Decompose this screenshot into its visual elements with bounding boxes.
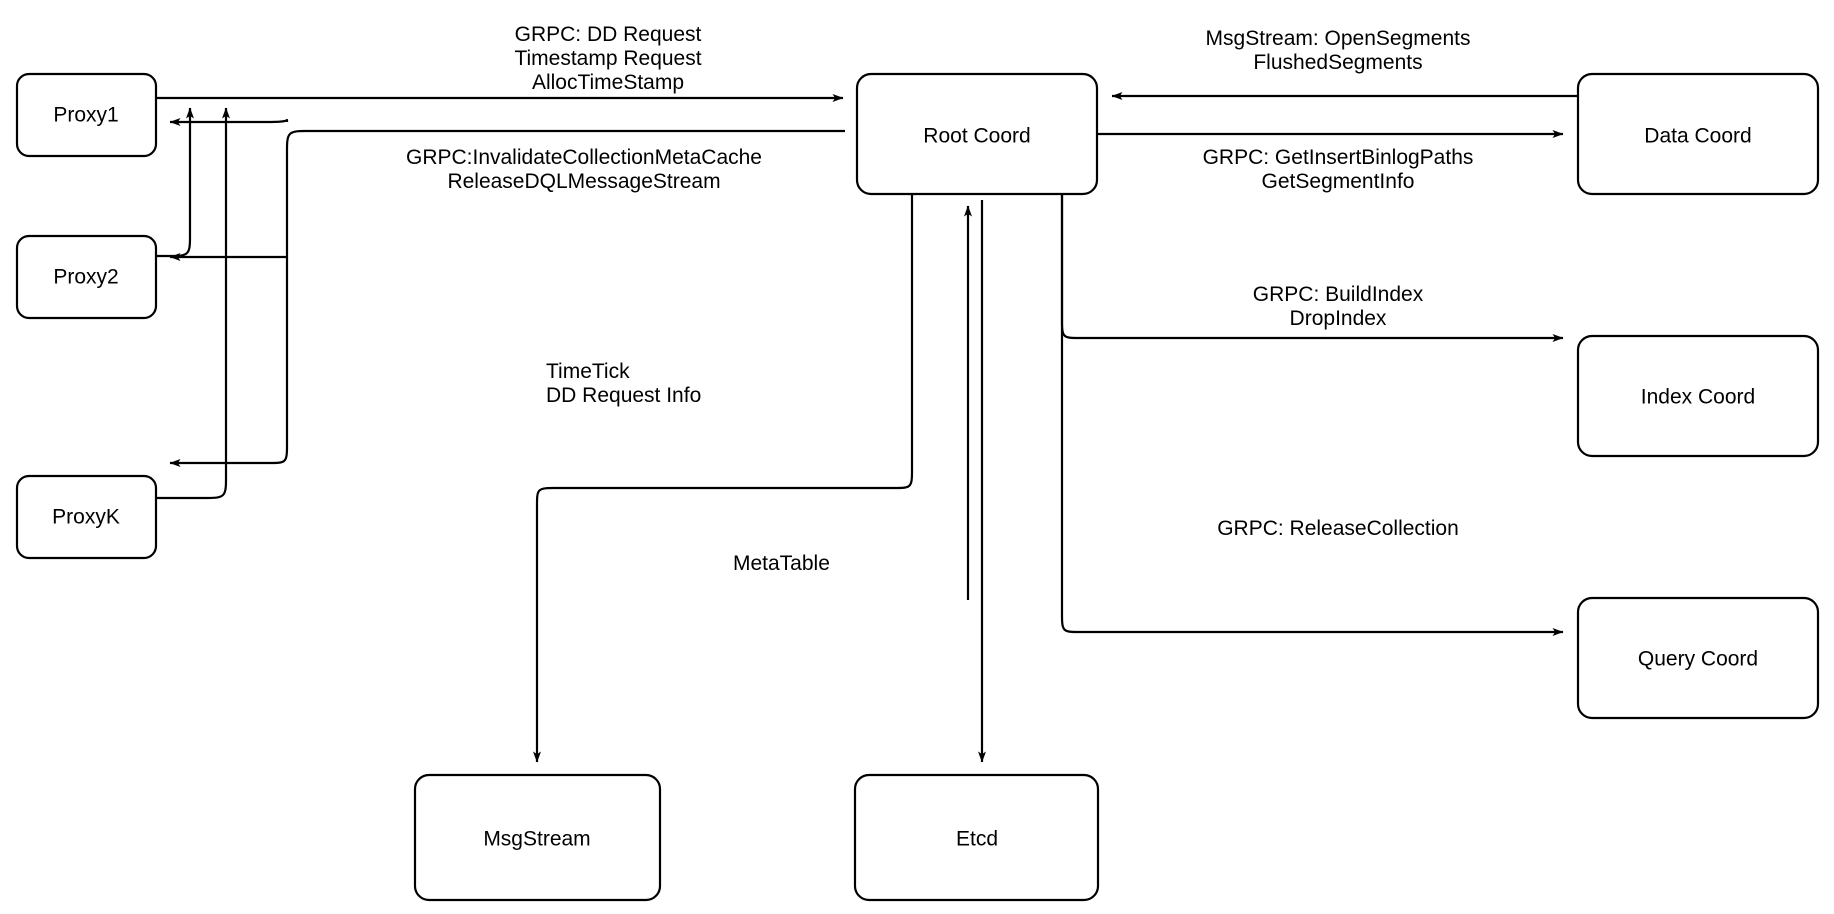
node-layer: Proxy1 Proxy2 ProxyK Root Coord Data Coo… — [15, 72, 1820, 902]
node-etcd[interactable]: Etcd — [853, 773, 1100, 902]
edge-label-rootcoord-to-msgstream-line-1: TimeTick — [546, 360, 630, 383]
edge-proxy2-riser — [156, 107, 194, 258]
edge-label-rootcoord-to-msgstream-line-2: DD Request Info — [546, 384, 701, 407]
edge-label-rootcoord-to-indexcoord-line-2: DropIndex — [1290, 307, 1387, 330]
node-querycoord-box[interactable] — [1576, 596, 1820, 720]
edge-label-proxy-to-rootcoord: GRPC: DD Request Timestamp Request Alloc… — [514, 23, 701, 94]
edge-label-rootcoord-to-etcd: MetaTable — [733, 552, 830, 575]
node-proxy1-box[interactable] — [15, 72, 158, 158]
edge-label-datacoord-to-rootcoord: MsgStream: OpenSegments FlushedSegments — [1206, 27, 1471, 74]
edge-label-rootcoord-to-datacoord-line-2: GetSegmentInfo — [1262, 170, 1415, 193]
edge-label-rootcoord-to-datacoord-line-1: GRPC: GetInsertBinlogPaths — [1203, 146, 1474, 169]
node-indexcoord-label: Index Coord — [1641, 386, 1755, 409]
node-proxy1-label: Proxy1 — [53, 104, 118, 127]
edge-label-proxy-to-rootcoord-line-1: GRPC: DD Request — [515, 23, 702, 46]
edge-label-proxy-to-rootcoord-line-2: Timestamp Request — [514, 47, 701, 70]
edge-rootcoord-to-querycoord — [1060, 190, 1564, 636]
node-proxy2[interactable]: Proxy2 — [15, 234, 158, 320]
edge-label-rootcoord-to-proxy-line-2: ReleaseDQLMessageStream — [447, 170, 720, 193]
node-proxyk-label: ProxyK — [52, 506, 120, 529]
node-msgstream-box[interactable] — [413, 773, 662, 902]
edge-label-rootcoord-to-querycoord-line-1: GRPC: ReleaseCollection — [1217, 517, 1459, 540]
node-rootcoord-label: Root Coord — [923, 125, 1030, 148]
edge-label-rootcoord-to-indexcoord: GRPC: BuildIndex DropIndex — [1253, 283, 1424, 330]
edge-label-proxy-to-rootcoord-line-3: AllocTimeStamp — [532, 71, 684, 94]
node-querycoord-label: Query Coord — [1638, 648, 1758, 671]
node-querycoord[interactable]: Query Coord — [1576, 596, 1820, 720]
edge-label-rootcoord-to-proxy: GRPC:InvalidateCollectionMetaCache Relea… — [406, 146, 762, 193]
node-proxy2-box[interactable] — [15, 234, 158, 320]
node-indexcoord-box[interactable] — [1576, 334, 1820, 458]
node-msgstream-label: MsgStream — [483, 828, 590, 851]
edge-label-rootcoord-to-etcd-line-1: MetaTable — [733, 552, 830, 575]
node-datacoord-label: Data Coord — [1644, 125, 1751, 148]
edge-label-rootcoord-to-datacoord: GRPC: GetInsertBinlogPaths GetSegmentInf… — [1203, 146, 1474, 193]
node-proxy1[interactable]: Proxy1 — [15, 72, 158, 158]
edge-label-rootcoord-to-msgstream: TimeTick DD Request Info — [546, 360, 701, 407]
node-proxyk[interactable]: ProxyK — [15, 474, 158, 560]
node-msgstream[interactable]: MsgStream — [413, 773, 662, 902]
edge-label-layer: GRPC: DD Request Timestamp Request Alloc… — [406, 23, 1473, 575]
edge-layer — [156, 92, 1578, 763]
edge-label-datacoord-to-rootcoord-line-2: FlushedSegments — [1253, 51, 1422, 74]
node-proxy2-label: Proxy2 — [53, 266, 118, 289]
edge-rootcoord-to-msgstream — [533, 194, 914, 763]
node-rootcoord[interactable]: Root Coord — [855, 72, 1099, 196]
node-rootcoord-box[interactable] — [855, 72, 1099, 196]
node-etcd-label: Etcd — [956, 828, 998, 851]
edge-label-datacoord-to-rootcoord-line-1: MsgStream: OpenSegments — [1206, 27, 1471, 50]
edge-label-rootcoord-to-proxy-line-1: GRPC:InvalidateCollectionMetaCache — [406, 146, 762, 169]
edge-proxyk-riser — [156, 107, 230, 500]
edge-rootcoord-to-proxy-trunk — [169, 129, 845, 467]
edge-label-rootcoord-to-querycoord: GRPC: ReleaseCollection — [1217, 517, 1459, 540]
node-etcd-box[interactable] — [853, 773, 1100, 902]
edge-label-rootcoord-to-indexcoord-line-1: GRPC: BuildIndex — [1253, 283, 1424, 306]
node-datacoord[interactable]: Data Coord — [1576, 72, 1820, 196]
node-datacoord-box[interactable] — [1576, 72, 1820, 196]
node-proxyk-box[interactable] — [15, 474, 158, 560]
edge-rootcoord-to-proxy1 — [169, 118, 289, 126]
node-indexcoord[interactable]: Index Coord — [1576, 334, 1820, 458]
